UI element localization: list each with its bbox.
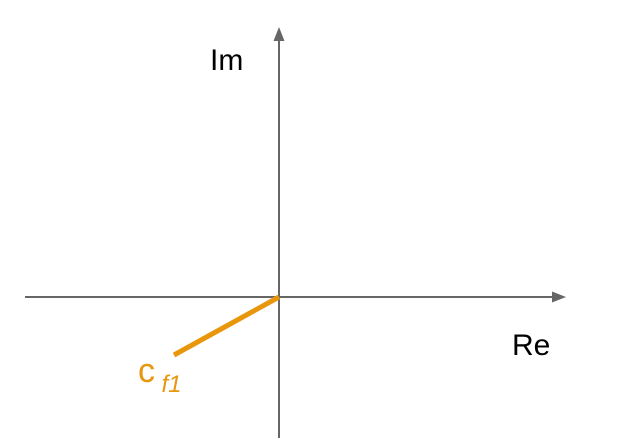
vector-cf1-label: c f1 (138, 352, 181, 398)
imag-axis-label: Im (210, 44, 243, 77)
imag-axis-arrowhead (273, 27, 285, 41)
vector-cf1-label-sub: f1 (161, 371, 181, 398)
vector-cf1-label-main: c (138, 352, 155, 390)
vector-cf1 (172, 294, 281, 358)
real-axis-arrowhead (552, 291, 566, 303)
real-axis-label: Re (512, 329, 550, 362)
